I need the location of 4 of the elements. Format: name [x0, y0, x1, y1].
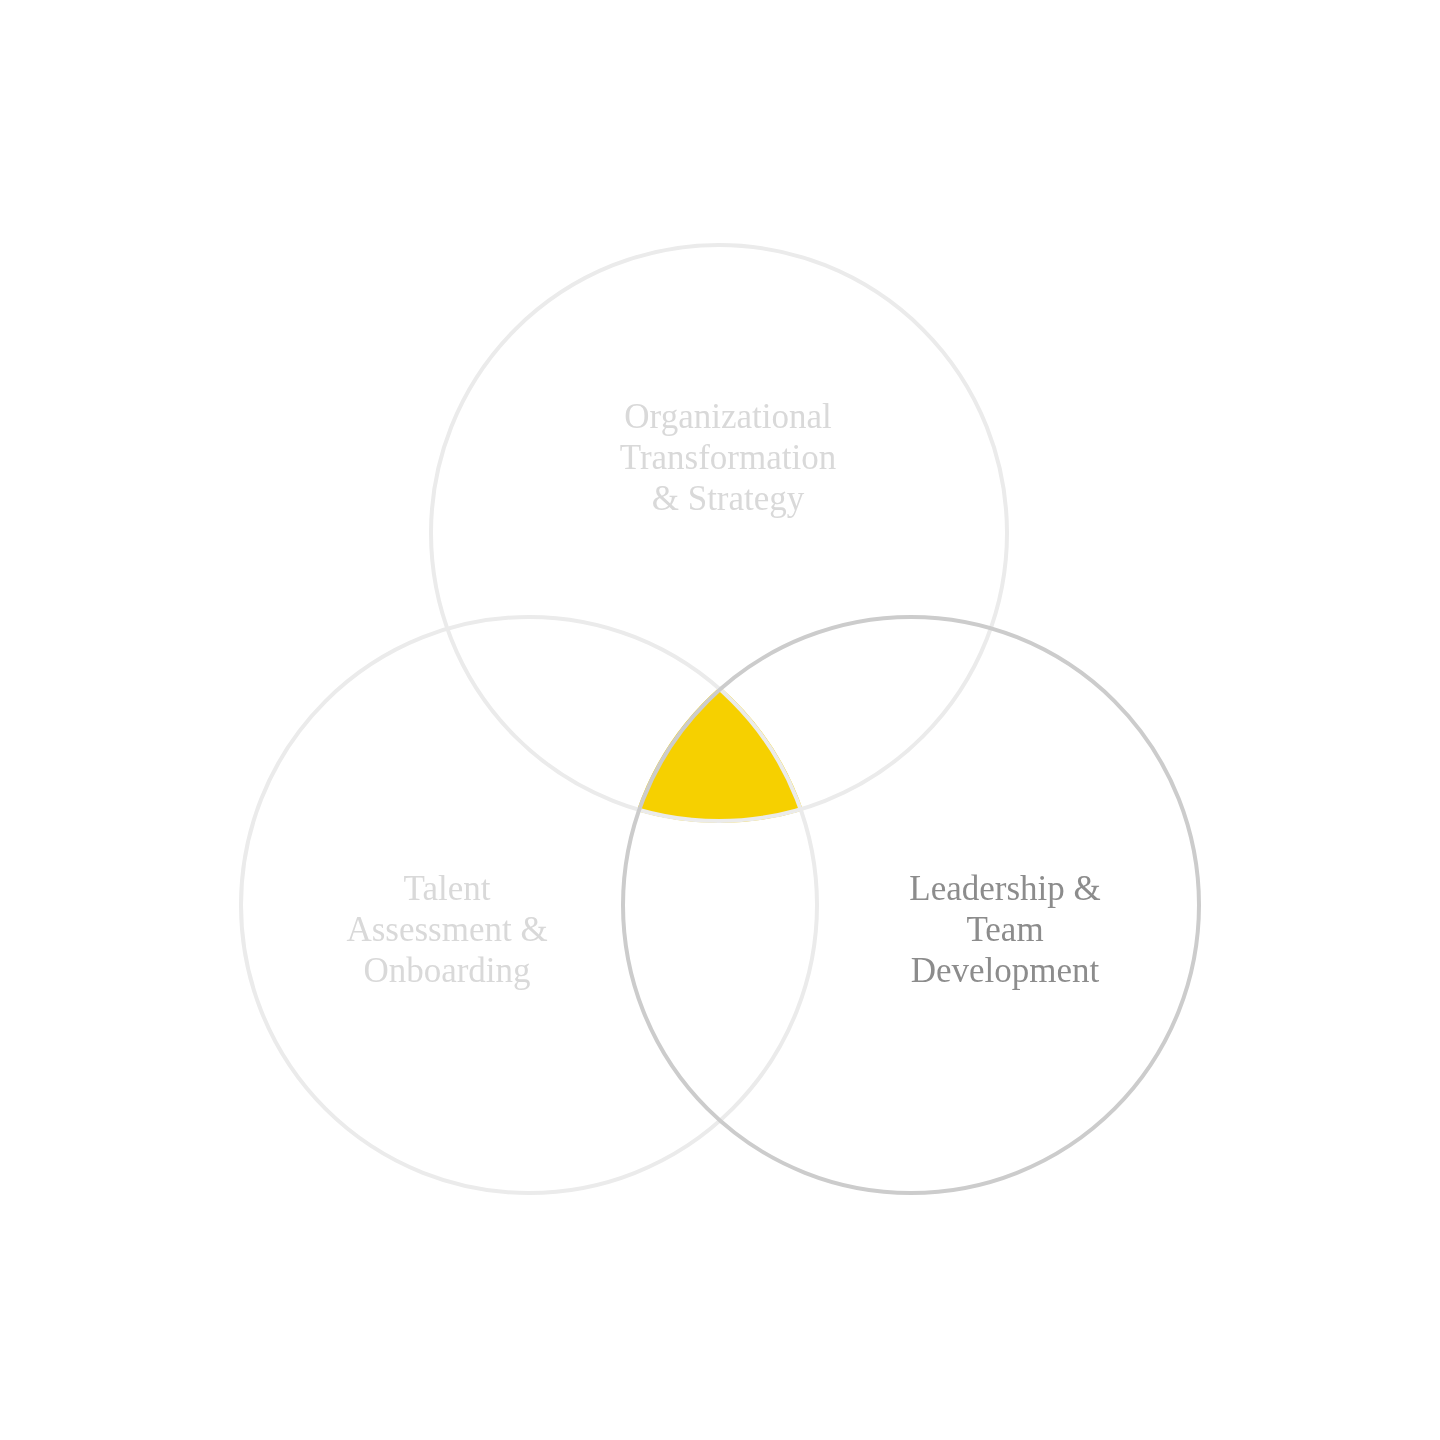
venn-circle	[621, 615, 1201, 1195]
venn-circle	[239, 615, 819, 1195]
venn-circle	[429, 243, 1009, 823]
circle-label: Leadership & Team Development	[908, 868, 1102, 991]
